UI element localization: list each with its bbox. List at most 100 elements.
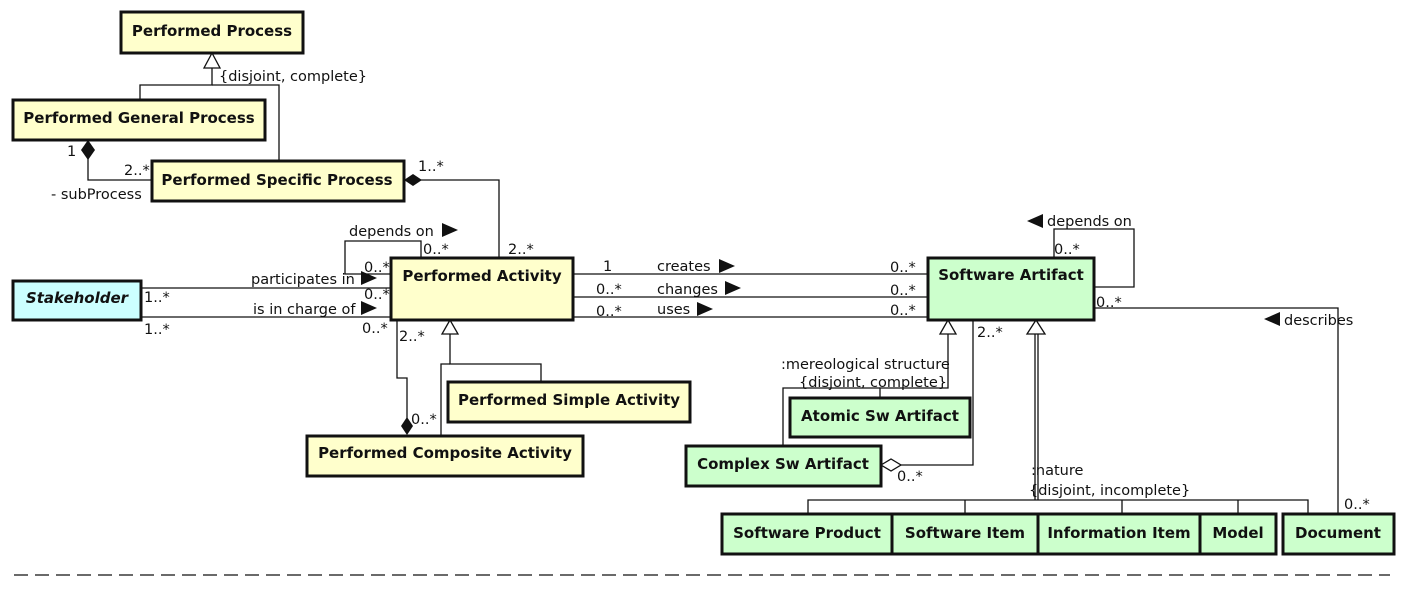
participates-in-label: participates in <box>251 272 355 288</box>
class-software-artifact[interactable] <box>926 256 1096 322</box>
describes-arrow-icon <box>1264 312 1280 326</box>
mult-stakeholder-charge: 1..* <box>144 322 170 338</box>
mult-dep-target: 0..* <box>364 260 390 276</box>
mult-activity-charge: 0..* <box>362 321 388 337</box>
complex-diamond <box>879 458 903 472</box>
gen-triangle-activity <box>440 318 460 335</box>
gen-triangle-mereological <box>938 318 958 335</box>
class-name-performed-activity: Performed Activity <box>402 267 561 285</box>
mult-stakeholder-participates: 1..* <box>144 290 170 306</box>
mult-artifact-dep: 0..* <box>1054 242 1080 258</box>
mult-general-whole: 1 <box>67 144 76 160</box>
is-in-charge-of-label: is in charge of <box>253 302 356 318</box>
artifact-depends-loop <box>1053 228 1135 288</box>
mult-creates-target: 0..* <box>890 260 916 276</box>
changes-arrow-icon <box>725 281 741 295</box>
class-name-performed-process: Performed Process <box>132 22 292 40</box>
mult-dep-source: 0..* <box>423 242 449 258</box>
uses-arrow-icon <box>697 302 713 316</box>
mult-complex-whole: 0..* <box>897 469 923 485</box>
class-document[interactable] <box>1281 512 1396 556</box>
class-software-product[interactable] <box>720 512 894 556</box>
mult-artifact-part: 2..* <box>977 325 1003 341</box>
class-name-performed-composite-activity: Performed Composite Activity <box>318 444 572 462</box>
class-name-document: Document <box>1295 524 1381 542</box>
subprocess-diamond <box>81 140 95 160</box>
class-name-performed-specific-process: Performed Specific Process <box>161 171 392 189</box>
mult-artifact-describes: 0..* <box>1096 295 1122 311</box>
mult-changes-source: 0..* <box>596 282 622 298</box>
mereological-name: :mereological structure <box>781 357 950 373</box>
association-labels: {disjoint, complete} - subProcess depend… <box>51 69 1353 499</box>
nature-branch <box>807 499 1309 513</box>
charge-arrow-icon <box>361 301 377 315</box>
gen-line-atomic <box>879 334 949 398</box>
mult-composite-whole: 0..* <box>411 412 437 428</box>
class-name-stakeholder: Stakeholder <box>26 289 130 307</box>
describes-label: describes <box>1284 313 1353 329</box>
gen-line-activity-simple <box>449 334 542 382</box>
class-name-atomic-sw-artifact: Atomic Sw Artifact <box>801 407 959 425</box>
mult-activity-to-specific: 2..* <box>508 242 534 258</box>
class-name-model: Model <box>1212 524 1263 542</box>
class-performed-process[interactable] <box>119 10 305 55</box>
class-name-software-artifact: Software Artifact <box>938 266 1084 284</box>
class-name-software-product: Software Product <box>733 524 881 542</box>
class-software-item[interactable] <box>890 512 1040 556</box>
class-name-performed-simple-activity: Performed Simple Activity <box>458 391 680 409</box>
class-name-complex-sw-artifact: Complex Sw Artifact <box>697 455 869 473</box>
mult-creates-source: 1 <box>603 259 612 275</box>
class-name-information-item: Information Item <box>1047 524 1190 542</box>
mult-specific-to-activity: 1..* <box>418 159 444 175</box>
nature-constraint: {disjoint, incomplete} <box>1029 483 1190 499</box>
class-performed-general-process[interactable] <box>11 98 267 142</box>
process-gen-constraint: {disjoint, complete} <box>219 69 367 85</box>
creates-label: creates <box>657 259 711 275</box>
mult-changes-target: 0..* <box>890 283 916 299</box>
activity-depends-loop <box>344 240 422 275</box>
describes-line <box>1094 307 1339 513</box>
depends-on-activity-label: depends on <box>349 224 434 240</box>
subprocess-role: - subProcess <box>51 187 142 203</box>
mult-uses-target: 0..* <box>890 303 916 319</box>
mereological-constraint: {disjoint, complete} <box>799 375 947 391</box>
composite-activity-line <box>396 321 408 418</box>
class-performed-simple-activity[interactable] <box>446 380 692 424</box>
depends-on-artifact-arrow-icon <box>1027 214 1043 228</box>
gen-triangle-process <box>202 51 222 69</box>
nature-name: :nature <box>1031 463 1083 479</box>
gen-line-process-specific <box>212 84 280 160</box>
participates-arrow-icon <box>361 271 377 285</box>
class-names: Performed Process Performed General Proc… <box>23 22 1381 542</box>
uses-label: uses <box>657 302 690 318</box>
subprocess-line <box>87 155 152 181</box>
connectors <box>14 51 1390 576</box>
class-boxes <box>11 10 1396 556</box>
class-name-performed-general-process: Performed General Process <box>23 109 254 127</box>
gen-line-process <box>139 68 213 101</box>
gen-line-complex <box>782 387 880 446</box>
gen-triangle-nature <box>1025 318 1047 335</box>
multiplicities: 1 2..* 1..* 2..* 0..* 0..* 1..* 0..* 1..… <box>67 144 1370 513</box>
complex-aggregation-line <box>900 321 974 466</box>
class-name-software-item: Software Item <box>905 524 1025 542</box>
class-performed-activity[interactable] <box>389 256 575 322</box>
class-atomic-sw-artifact[interactable] <box>788 396 972 439</box>
composite-diamond <box>401 417 413 435</box>
direction-arrows <box>361 214 1280 326</box>
gen-line-activity-composite <box>440 363 450 436</box>
specific-activity-line <box>420 179 500 258</box>
mult-specific-part: 2..* <box>124 163 150 179</box>
creates-arrow-icon <box>719 259 735 273</box>
class-model[interactable] <box>1198 512 1278 556</box>
mult-uses-source: 0..* <box>596 304 622 320</box>
class-performed-specific-process[interactable] <box>150 159 406 203</box>
class-performed-composite-activity[interactable] <box>305 434 585 478</box>
depends-on-artifact-label: depends on <box>1047 214 1132 230</box>
mult-document-describes: 0..* <box>1344 497 1370 513</box>
class-complex-sw-artifact[interactable] <box>684 444 883 488</box>
class-stakeholder[interactable] <box>11 279 143 322</box>
depends-on-activity-arrow-icon <box>442 223 458 237</box>
changes-label: changes <box>657 282 718 298</box>
